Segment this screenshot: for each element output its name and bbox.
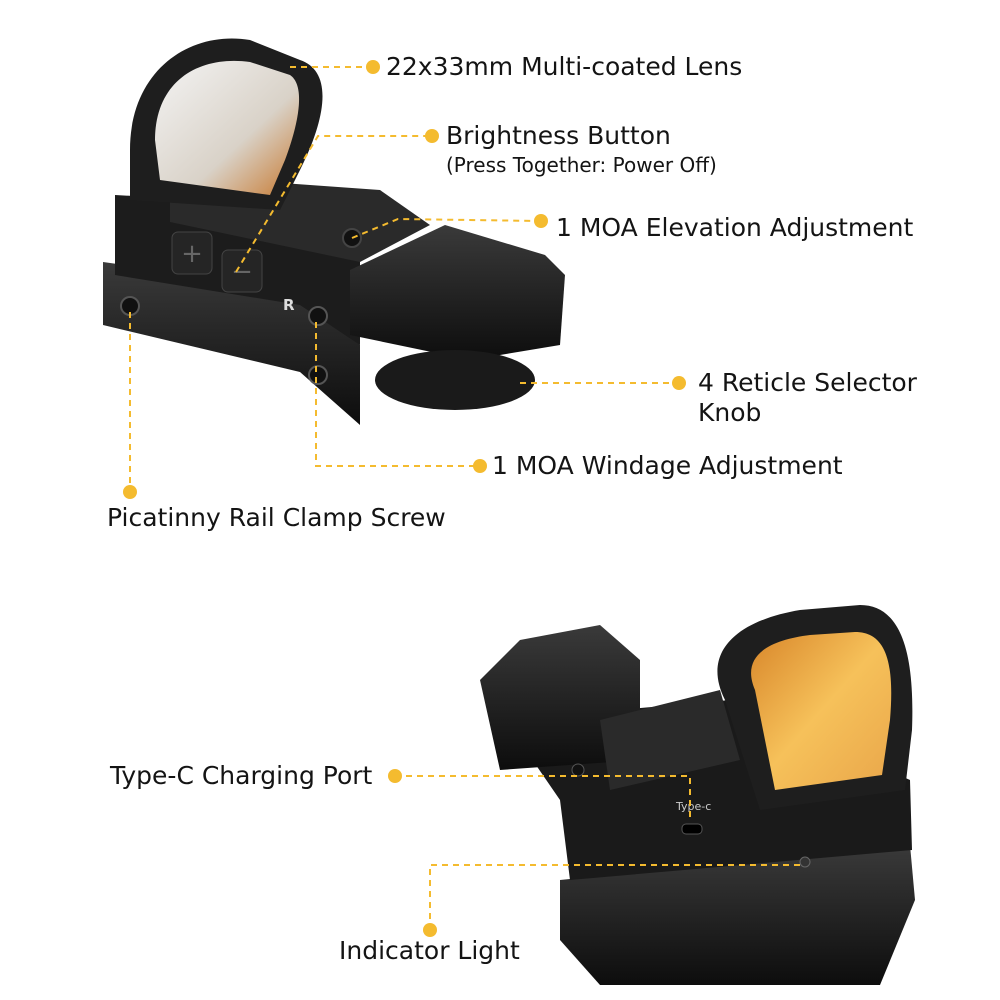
callout-dots	[123, 60, 686, 937]
label-type-c: Type-C Charging Port	[110, 761, 373, 790]
screw-side-bottom	[571, 763, 585, 777]
label-clamp-screw: Picatinny Rail Clamp Screw	[107, 503, 446, 532]
top-plate-bottom	[600, 690, 740, 790]
label-brightness-button: Brightness Button	[446, 121, 671, 150]
top-lens	[155, 60, 300, 195]
dot-lens	[366, 60, 380, 74]
dot-brightness	[425, 129, 439, 143]
leader-elevation	[351, 217, 542, 239]
leader-brightness	[235, 135, 432, 273]
label-reticle-line2: Knob	[698, 398, 762, 427]
type-c-port[interactable]	[681, 823, 703, 835]
dot-clamp	[123, 485, 137, 499]
dot-reticle	[672, 376, 686, 390]
leader-indicator	[429, 864, 800, 930]
dot-elevation	[534, 214, 548, 228]
top-red-dot-sight: + − R	[103, 38, 565, 425]
plus-symbol: +	[181, 239, 203, 269]
rail-mount-bottom	[560, 845, 915, 985]
label-windage: 1 MOA Windage Adjustment	[492, 451, 843, 480]
label-lens: 22x33mm Multi-coated Lens	[386, 52, 743, 81]
reticle-selector-knob	[375, 350, 535, 410]
label-elevation: 1 MOA Elevation Adjustment	[556, 213, 914, 242]
emitter-housing	[350, 225, 565, 360]
dot-windage	[473, 459, 487, 473]
minus-symbol: −	[231, 257, 253, 287]
bottom-lens	[751, 632, 892, 790]
label-reticle-line1: 4 Reticle Selector	[698, 368, 917, 397]
leader-windage	[315, 322, 480, 467]
leader-lines	[129, 66, 800, 930]
side-marker-r: R	[283, 296, 295, 314]
clamp-screw-right[interactable]	[308, 365, 328, 385]
bottom-red-dot-sight: Type-c	[480, 605, 915, 985]
type-c-marking: Type-c	[675, 800, 711, 813]
label-brightness-note: (Press Together: Power Off)	[446, 153, 717, 177]
windage-screw[interactable]	[308, 306, 328, 326]
brightness-minus-button[interactable]	[221, 249, 263, 293]
dot-type-c	[388, 769, 402, 783]
indicator-light	[799, 856, 811, 868]
emitter-housing-bottom	[480, 625, 640, 770]
dot-indicator	[423, 923, 437, 937]
brightness-plus-button[interactable]	[171, 231, 213, 275]
label-indicator: Indicator Light	[339, 936, 520, 965]
